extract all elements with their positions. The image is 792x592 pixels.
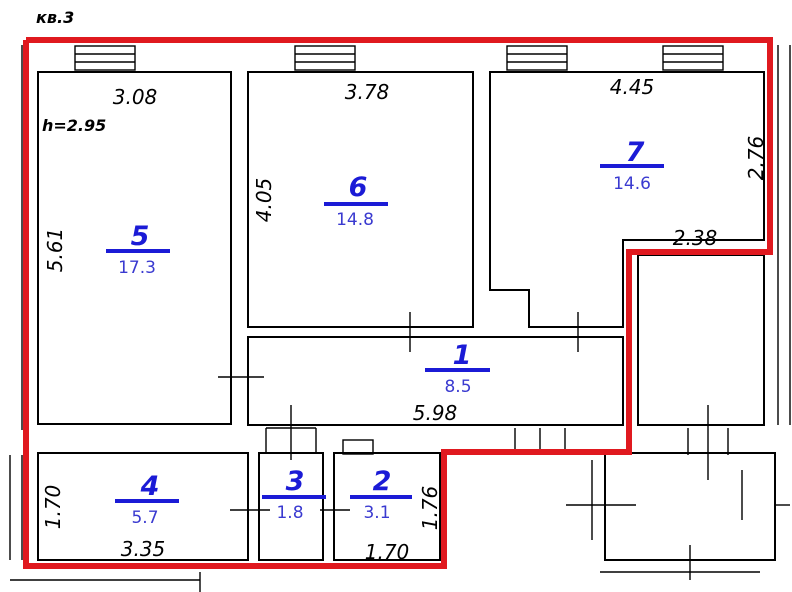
dim-room7-inner: 2.38	[673, 226, 718, 250]
window-room7-right	[662, 45, 724, 71]
dim-room4-length: 1.70	[41, 485, 65, 530]
room-7-outline	[489, 71, 765, 328]
window-room7-left	[506, 45, 568, 71]
svg-text:17.3: 17.3	[118, 258, 156, 278]
svg-text:3.1: 3.1	[363, 503, 390, 523]
room-4-label: 4 5.7	[115, 471, 179, 528]
room-5-label: 5 17.3	[106, 221, 170, 278]
outer-walls	[9, 45, 791, 592]
svg-text:14.6: 14.6	[613, 174, 651, 194]
dim-room6-length: 4.05	[252, 178, 276, 223]
svg-text:6: 6	[349, 172, 368, 203]
room-4-outline	[37, 452, 249, 561]
room-5-outline	[37, 71, 232, 425]
dim-room7-length: 2.76	[744, 136, 768, 181]
apartment-boundary	[23, 37, 773, 569]
dim-room6-width: 3.78	[345, 80, 390, 104]
neighbour-walls	[591, 254, 776, 573]
room-6-outline	[247, 71, 474, 328]
svg-text:2: 2	[373, 466, 392, 497]
svg-text:4: 4	[140, 471, 160, 502]
room-2-label: 2 3.1	[350, 466, 412, 523]
room-1-label: 1 8.5	[425, 340, 490, 397]
dim-room5-width: 3.08	[113, 85, 158, 109]
svg-text:1: 1	[453, 340, 472, 371]
dim-room2-width: 1.70	[365, 540, 410, 564]
svg-text:14.8: 14.8	[336, 210, 374, 230]
svg-text:3: 3	[286, 466, 305, 497]
window-room5	[74, 45, 136, 71]
dim-room7-width: 4.45	[610, 75, 655, 99]
dim-room5-length: 5.61	[43, 228, 67, 273]
dim-room1-length: 5.98	[413, 401, 458, 425]
svg-text:1.8: 1.8	[276, 503, 303, 523]
room-2-outline	[333, 452, 441, 561]
dimension-labels: 3.08 5.61 3.78 4.05 4.45 2.76 2.38 5.98 …	[41, 75, 768, 564]
room-6-label: 6 14.8	[324, 172, 388, 230]
door-marks	[218, 312, 790, 580]
room-walls	[37, 71, 765, 561]
dim-room2-length: 1.76	[418, 486, 442, 531]
room-2-vent	[342, 439, 374, 455]
svg-text:5: 5	[131, 221, 150, 252]
svg-text:8.5: 8.5	[444, 377, 471, 397]
flat-label: кв.3	[36, 8, 74, 27]
svg-text:5.7: 5.7	[131, 508, 158, 528]
room-7-label: 7 14.6	[600, 137, 664, 194]
svg-text:7: 7	[626, 137, 645, 168]
window-room6	[294, 45, 356, 71]
room-3-label: 3 1.8	[262, 466, 326, 523]
windows	[74, 45, 724, 71]
dim-room4-width: 3.35	[121, 537, 166, 561]
ceiling-height: h=2.95	[42, 116, 106, 135]
room-1-outline	[247, 336, 624, 426]
